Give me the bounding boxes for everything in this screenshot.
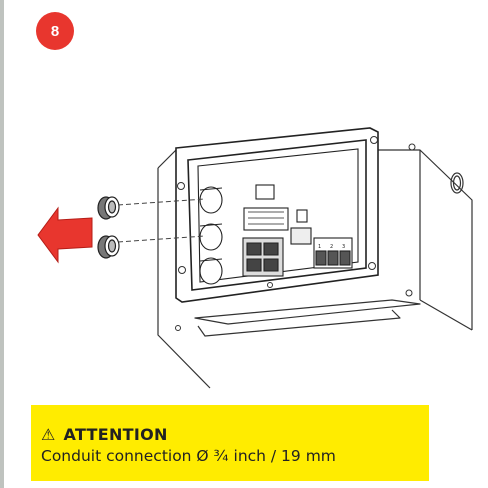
housing-left-edge <box>157 168 211 389</box>
removal-arrow-icon <box>37 206 93 264</box>
guide-lines <box>117 198 206 243</box>
attention-text: Conduit connection Ø ¾ inch / 19 mm <box>41 447 336 465</box>
warning-triangle-icon: ⚠ <box>41 425 56 444</box>
attention-title: ATTENTION <box>63 425 168 444</box>
step-number-badge: 8 <box>36 12 74 50</box>
terminal-label-3: 3 <box>342 244 345 250</box>
small-terminal <box>290 227 312 245</box>
conduit-hole-3 <box>199 257 223 285</box>
conduit-hole-1 <box>199 186 223 214</box>
upper-box <box>255 184 275 200</box>
side-knockout <box>450 172 464 194</box>
terminal-label-2: 2 <box>330 244 333 250</box>
attention-heading: ⚠ ATTENTION <box>41 425 429 445</box>
attention-box: ⚠ ATTENTION Conduit connection Ø ¾ inch … <box>31 405 429 481</box>
housing-bottom-ledge <box>194 299 421 325</box>
conduit-plug-removal-diagram: 1 2 3 <box>37 127 473 389</box>
conduit-hole-2 <box>199 223 223 251</box>
relay-connector <box>243 207 289 231</box>
step-number: 8 <box>50 22 60 40</box>
housing-top-left <box>157 149 177 169</box>
conduit-plugs <box>97 196 120 259</box>
terminal-label-1: 1 <box>318 244 321 250</box>
left-border-rule <box>0 0 4 488</box>
